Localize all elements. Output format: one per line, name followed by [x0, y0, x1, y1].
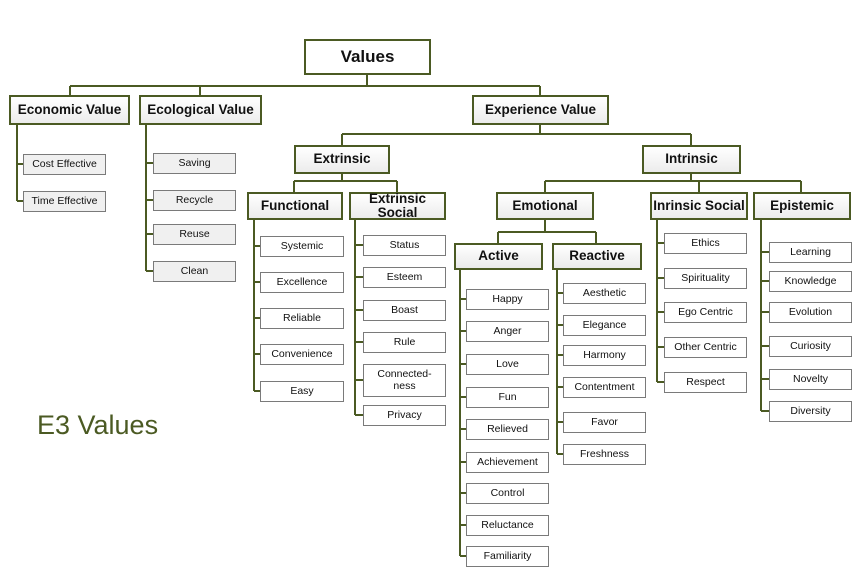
node-reactive: Reactive	[552, 243, 642, 270]
leaf-excellence: Excellence	[260, 272, 344, 293]
leaf-other-centric: Other Centric	[664, 337, 747, 358]
leaf-diversity: Diversity	[769, 401, 852, 422]
node-epistemic: Epistemic	[753, 192, 851, 220]
leaf-reluctance: Reluctance	[466, 515, 549, 536]
leaf-status: Status	[363, 235, 446, 256]
leaf-favor: Favor	[563, 412, 646, 433]
leaf-anger: Anger	[466, 321, 549, 342]
leaf-privacy: Privacy	[363, 405, 446, 426]
node-economic-value: Economic Value	[9, 95, 130, 125]
leaf-fun: Fun	[466, 387, 549, 408]
leaf-convenience: Convenience	[260, 344, 344, 365]
leaf-elegance: Elegance	[563, 315, 646, 336]
leaf-evolution: Evolution	[769, 302, 852, 323]
node-values: Values	[304, 39, 431, 75]
leaf-novelty: Novelty	[769, 369, 852, 390]
node-functional: Functional	[247, 192, 343, 220]
leaf-reliable: Reliable	[260, 308, 344, 329]
leaf-reuse: Reuse	[153, 224, 236, 245]
leaf-love: Love	[466, 354, 549, 375]
leaf-control: Control	[466, 483, 549, 504]
leaf-contentment: Contentment	[563, 377, 646, 398]
leaf-spirituality: Spirituality	[664, 268, 747, 289]
node-active: Active	[454, 243, 543, 270]
leaf-learning: Learning	[769, 242, 852, 263]
leaf-relieved: Relieved	[466, 419, 549, 440]
node-extrinsic-social: Extrinsic Social	[349, 191, 446, 220]
leaf-recycle: Recycle	[153, 190, 236, 211]
leaf-saving: Saving	[153, 153, 236, 174]
leaf-ego-centric: Ego Centric	[664, 302, 747, 323]
diagram-caption: E3 Values	[37, 410, 159, 440]
leaf-happy: Happy	[466, 289, 549, 310]
leaf-ethics: Ethics	[664, 233, 747, 254]
node-extrinsic: Extrinsic	[294, 145, 390, 174]
leaf-systemic: Systemic	[260, 236, 344, 257]
leaf-knowledge: Knowledge	[769, 271, 852, 292]
node-intrinsic-social: Inrinsic Social	[650, 192, 748, 220]
node-intrinsic: Intrinsic	[642, 145, 741, 174]
leaf-curiosity: Curiosity	[769, 336, 852, 357]
leaf-freshness: Freshness	[563, 444, 646, 465]
leaf-rule: Rule	[363, 332, 446, 353]
leaf-connectedness: Connected-ness	[363, 364, 446, 397]
leaf-cost-effective: Cost Effective	[23, 154, 106, 175]
leaf-boast: Boast	[363, 300, 446, 321]
leaf-harmony: Harmony	[563, 345, 646, 366]
leaf-respect: Respect	[664, 372, 747, 393]
node-ecological-value: Ecological Value	[139, 95, 262, 125]
leaf-familiarity: Familiarity	[466, 546, 549, 567]
leaf-clean: Clean	[153, 261, 236, 282]
leaf-aesthetic: Aesthetic	[563, 283, 646, 304]
leaf-easy: Easy	[260, 381, 344, 402]
node-emotional: Emotional	[496, 192, 594, 220]
leaf-achievement: Achievement	[466, 452, 549, 473]
node-experience-value: Experience Value	[472, 95, 609, 125]
leaf-esteem: Esteem	[363, 267, 446, 288]
leaf-time-effective: Time Effective	[23, 191, 106, 212]
